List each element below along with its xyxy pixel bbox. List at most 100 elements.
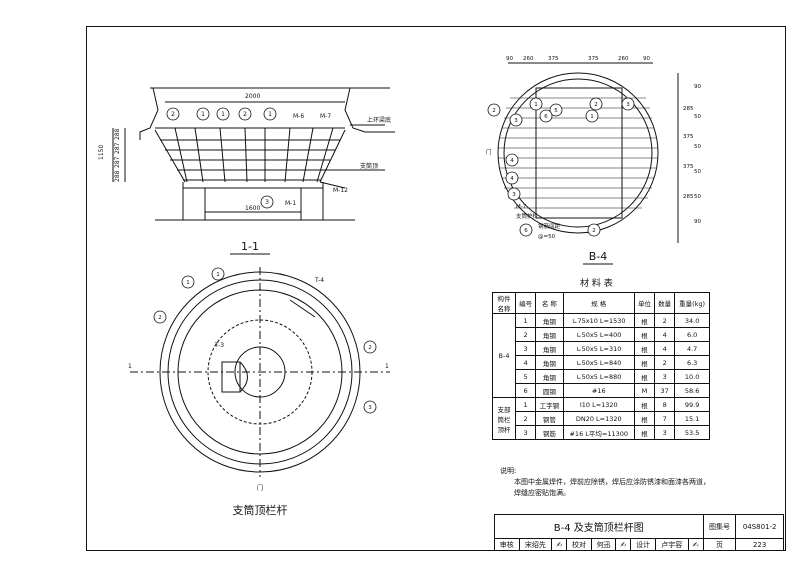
header-cell: 构件名称 [492,292,516,314]
label-shaft-top: 支筒顶 [360,162,378,170]
cell: 根 [633,425,656,440]
dim-285: 285 [683,194,694,200]
cell: #16 [562,383,635,398]
cell: 3 [514,425,537,440]
dim-50: 50 [694,194,701,200]
label-at-50: @=50 [538,234,556,240]
label-m7: M-7 [320,113,331,120]
callout: 3 [626,102,630,108]
cell: 角钢 [535,341,564,356]
designer-signature: ✍ [687,538,704,551]
cell: ∟50x5 L=880 [562,369,635,384]
cell: 6 [514,383,537,398]
dim-375: 375 [683,164,694,170]
b4-drawing: 90 260 375 375 260 90 285 375 375 285 90… [486,56,701,265]
cell: 1 [514,313,537,328]
dim-375: 375 [683,134,694,140]
cell: 2 [654,313,676,328]
cell: 角钢 [535,369,564,384]
notes-line: 本图中金属焊件，焊前应除锈，焊后应涂防锈漆和面漆各两道， [514,478,710,486]
label-door: 门 [257,484,263,492]
notes-line: 焊缝应密贴饱满。 [514,489,570,497]
check-label: 校对 [566,538,592,551]
cell: 根 [633,411,656,426]
cell: DN20 L=1320 [562,411,635,426]
cell: 根 [633,341,656,356]
label-m12: M-12 [333,187,348,194]
cell: 3 [654,369,676,384]
callout: 4 [510,158,514,164]
section-mark-right: 1 [385,363,389,370]
cell: 6.3 [674,355,710,370]
cell: 37 [654,383,676,398]
cell: 6.0 [674,327,710,342]
callout: 2 [158,315,162,321]
label-upper-ring-beam: 上环梁底 [367,116,391,124]
callout: 2 [592,228,596,234]
reviewer-signature: ✍ [551,538,568,551]
cell: 角钢 [535,313,564,328]
dim-90: 90 [694,84,701,90]
cell: 34.0 [674,313,710,328]
label-m1: M-1 [285,200,296,207]
label-door: 门 [486,148,492,156]
callout: 1 [590,114,594,120]
dim-90: 90 [643,56,650,62]
reviewer-name: 宋绍先 [518,538,553,551]
cell: 2 [514,411,537,426]
callout: 3 [512,192,516,198]
review-label: 审核 [494,538,520,551]
header-cell: 名 称 [535,292,564,314]
dim-285: 285 [683,106,694,112]
designer-name: 卢宇容 [654,538,689,551]
cell: 角钢 [535,327,564,342]
cell: 2 [654,355,676,370]
page-label: 页 [702,538,737,551]
cell: ∟75x10 L=1530 [562,313,635,328]
cell: 53.5 [674,425,710,440]
callout-3: 3 [265,199,269,206]
cell: 圆钢 [535,383,564,398]
label-t3: T-3 [214,342,224,349]
cell: 钢管 [535,411,564,426]
cell: 工字钢 [535,397,564,412]
cell: 99.9 [674,397,710,412]
atlas-label: 图集号 [702,514,737,539]
header-cell: 编号 [514,292,537,314]
atlas-number: 04S801-2 [735,514,784,539]
cell: 3 [514,341,537,356]
b4-title: B-4 [589,250,608,263]
callout: 5 [554,108,558,114]
group-name: 支部筒栏顶杆 [492,397,516,440]
cell: 钢筋 [535,425,564,440]
header-cell: 单位 [633,292,656,314]
label-m6: M-6 [293,113,304,120]
cell: 15.1 [674,411,710,426]
label-shaft-handrail: 支筒护栏 [516,212,539,220]
drawing-title: B-4 及支筒顶栏杆图 [494,514,704,539]
cell: I10 L=1320 [562,397,635,412]
cell: #16 L平均=11300 [562,425,635,440]
cell: 4 [514,355,537,370]
table-header: 构件名称 编号 名 称 规 格 单位 数量 重量(kg) [492,292,710,314]
section-1-1-drawing: 2000 1600 1150 288 287 287 288 M-6 M-7 M… [98,87,395,255]
dim-2000: 2000 [245,93,260,100]
callout: 2 [368,345,372,351]
callout-1: 1 [268,111,272,118]
dim-90: 90 [694,219,701,225]
label-t4: T-4 [314,277,324,284]
header-cell: 规 格 [562,292,635,314]
cell: 根 [633,327,656,342]
cell: 7 [654,411,676,426]
checker-signature: ✍ [615,538,632,551]
cell: 8 [654,397,676,412]
callout: 1 [216,272,220,278]
title-block: B-4 及支筒顶栏杆图 图集号 04S801-2 审核 宋绍先 ✍ 校对 何迅 … [494,514,784,551]
cell: 根 [633,355,656,370]
